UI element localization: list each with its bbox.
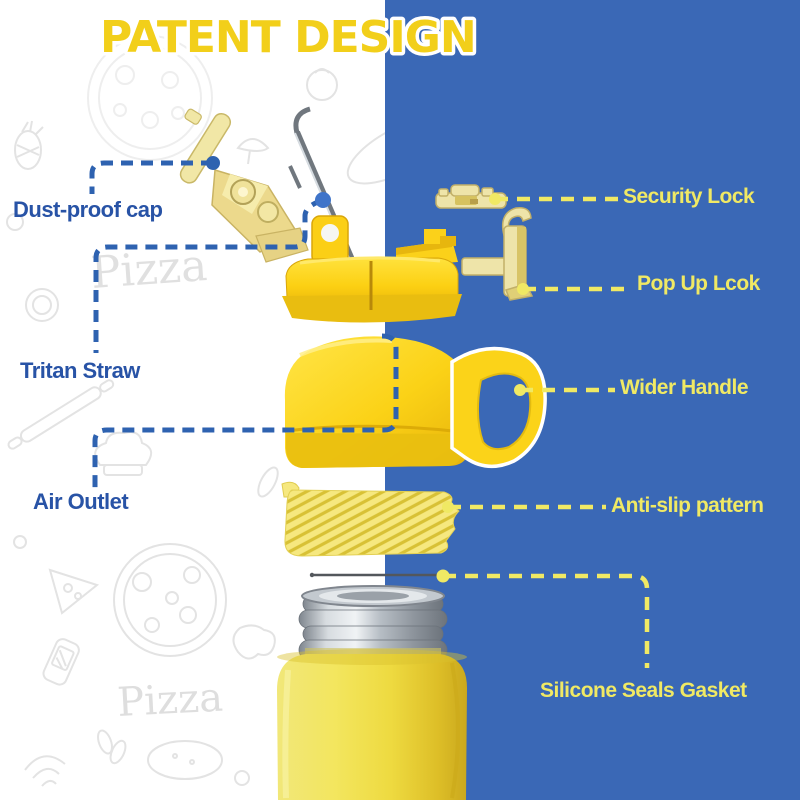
pop-up-lock-part: [461, 206, 534, 301]
pizza-doodle-icon: [113, 543, 227, 657]
dust-proof-cap-dot: [206, 156, 220, 170]
handle-lid-part: [284, 336, 547, 468]
callout-label-wider-handle: Wider Handle: [620, 376, 749, 399]
dot-doodle: [6, 213, 24, 231]
bottle-body-part: [277, 649, 467, 800]
bread-doodle-icon: [147, 740, 223, 780]
plate-doodle-icon: [25, 288, 59, 322]
security-lock-dot: [489, 193, 501, 205]
callout-label-dust-proof-cap: Dust-proof cap: [13, 197, 163, 222]
callout-lines-yellow: [443, 196, 650, 668]
anti-slip-ring-part: [281, 481, 460, 557]
page-title: PATENT DESIGN: [100, 12, 476, 63]
cheese-doodle-icon: [48, 568, 100, 615]
pop-up-lock-dot: [517, 283, 529, 295]
dot-doodle: [13, 535, 27, 549]
air-outlet-line: [92, 333, 399, 488]
callout-label-anti-slip-pattern: Anti-slip pattern: [611, 494, 764, 517]
callout-label-security-lock: Security Lock: [623, 185, 755, 208]
callout-label-silicone-seals-gasket: Silicone Seals Gasket: [540, 679, 747, 702]
leaf-doodle-icon: [257, 466, 279, 498]
chef-hat-doodle-icon: [94, 431, 153, 476]
bottle-neck-part: [298, 585, 448, 661]
seal-gasket-pin-part: [309, 572, 438, 578]
croissant-doodle-icon: [24, 755, 66, 787]
mushroom-doodle-icon: [236, 138, 270, 165]
callout-label-pop-up-lock: Pop Up Lcok: [637, 272, 760, 295]
callout-label-air-outlet: Air Outlet: [33, 489, 129, 514]
lid-top-part: [282, 215, 462, 323]
dust-proof-cap-part: [179, 108, 309, 263]
dot-doodle: [234, 770, 250, 786]
pizza-word-2: Pizza: [116, 675, 224, 726]
basil-doodle-icon: [97, 729, 127, 765]
callout-lines-blue: [89, 160, 399, 488]
anti-slip-dot: [442, 501, 454, 513]
tritan-straw-dot: [315, 192, 331, 208]
dust-proof-cap-line: [89, 160, 213, 194]
gasket-line: [443, 573, 650, 668]
pineapple-doodle-icon: [14, 120, 44, 170]
gasket-dot: [436, 569, 450, 583]
tomato-doodle-icon: [306, 68, 338, 101]
baguette-doodle-icon: [346, 115, 385, 185]
rolling-pin-doodle-icon: [7, 379, 115, 450]
pizza-doodle-icon: [87, 35, 213, 161]
callout-label-tritan-straw: Tritan Straw: [20, 358, 140, 383]
shaker-doodle-icon: [42, 638, 80, 686]
pizza-word-1: Pizza: [89, 240, 209, 299]
pepper-doodle-icon: [232, 624, 276, 660]
wider-handle-dot: [514, 384, 526, 396]
food-doodle-pattern: Pizza Pizza: [6, 35, 385, 787]
